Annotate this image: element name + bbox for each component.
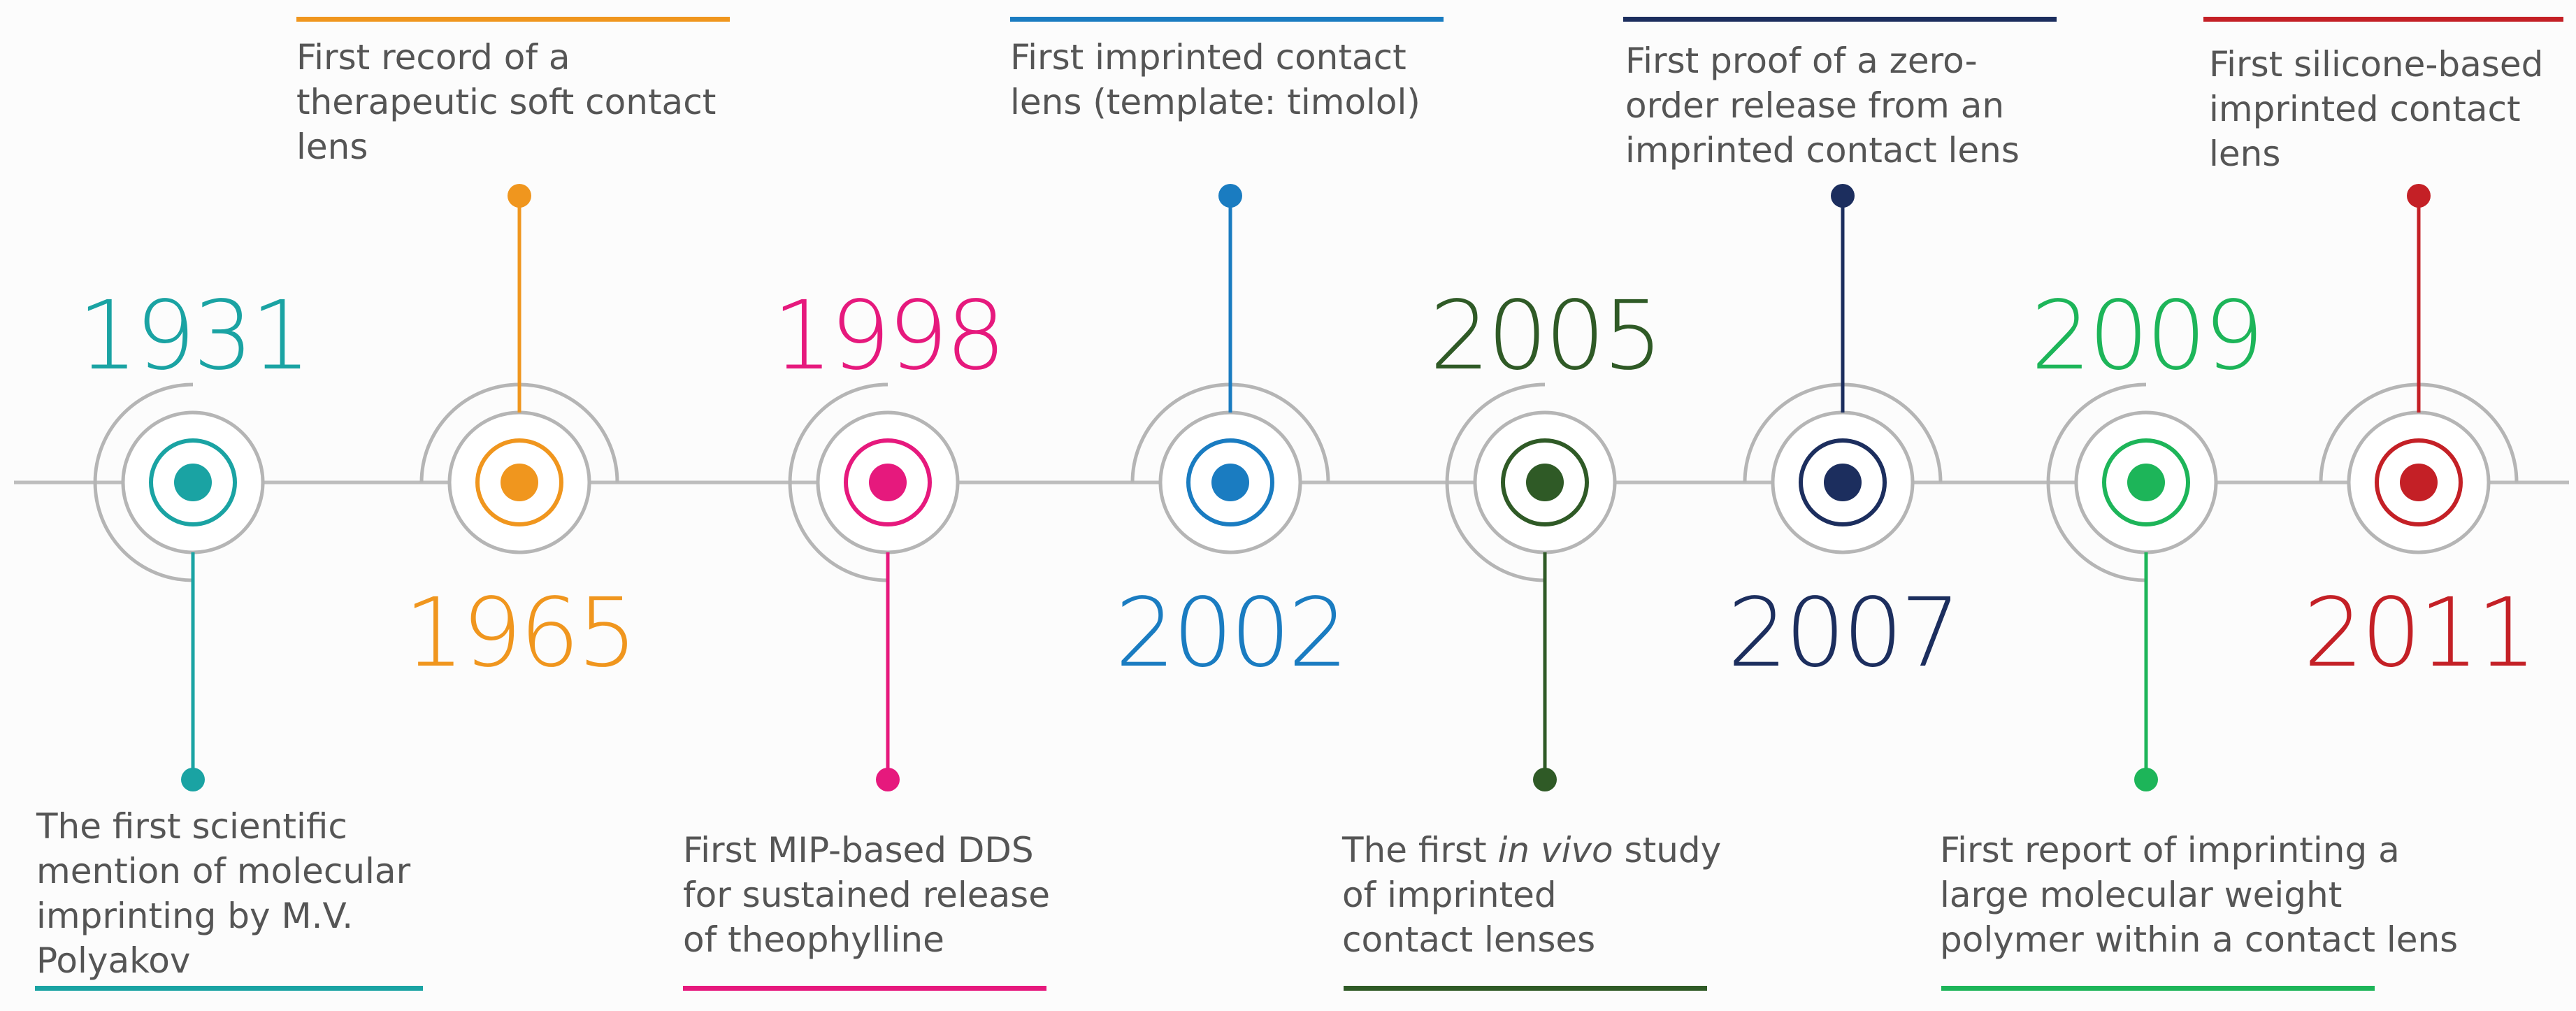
center-dot-1931 [174,464,212,501]
year-label-2011: 2011 [2303,578,2537,689]
milestone-description-1931: The first scientific mention of molecula… [36,806,411,981]
milestone-description-2007: First proof of a zero- order release fro… [1625,41,2020,171]
year-label-2005: 2005 [1429,281,1663,392]
center-dot-2011 [2400,464,2438,501]
connector-dot-1965 [508,184,531,208]
accent-rule-2007 [1623,17,2057,22]
milestone-description-1965: First record of a therapeutic soft conta… [296,37,717,167]
connector-dot-2002 [1218,184,1242,208]
accent-rule-2011 [2203,17,2563,22]
outer-arc-1998 [788,382,888,582]
milestone-description-2002: First imprinted contact lens (template: … [1010,37,1420,122]
connector-dot-2005 [1533,768,1557,791]
connector-dot-2009 [2134,768,2158,791]
connector-dot-2007 [1831,184,1855,208]
milestone-description-2009: First report of imprinting a large molec… [1940,830,2459,960]
outer-arc-2009 [2046,382,2147,582]
connector-dot-1931 [181,768,205,791]
center-dot-2002 [1211,464,1249,501]
year-label-2007: 2007 [1727,578,1961,689]
accent-rule-2002 [1010,17,1444,22]
center-dot-2005 [1526,464,1564,501]
center-dot-2007 [1824,464,1862,501]
accent-rule-1965 [296,17,730,22]
year-label-1965: 1965 [403,578,638,689]
accent-rule-2009 [1941,986,2375,991]
accent-rule-1931 [35,986,423,991]
milestone-description-2005: The first in vivo study of imprinted con… [1342,830,1722,960]
outer-arc-1931 [93,382,194,582]
connector-dot-2011 [2407,184,2431,208]
center-dot-2009 [2127,464,2165,501]
outer-arc-2005 [1445,382,1546,582]
center-dot-1965 [501,464,538,501]
accent-rule-1998 [683,986,1046,991]
center-dot-1998 [869,464,907,501]
year-label-2002: 2002 [1114,578,1348,689]
milestone-description-2011: First silicone-based imprinted contact l… [2209,44,2544,174]
year-label-2009: 2009 [2030,281,2264,392]
year-label-1931: 1931 [77,281,311,392]
year-label-1998: 1998 [772,281,1006,392]
accent-rule-2005 [1344,986,1707,991]
connector-dot-1998 [876,768,900,791]
milestone-description-1998: First MIP-based DDS for sustained releas… [683,830,1050,960]
